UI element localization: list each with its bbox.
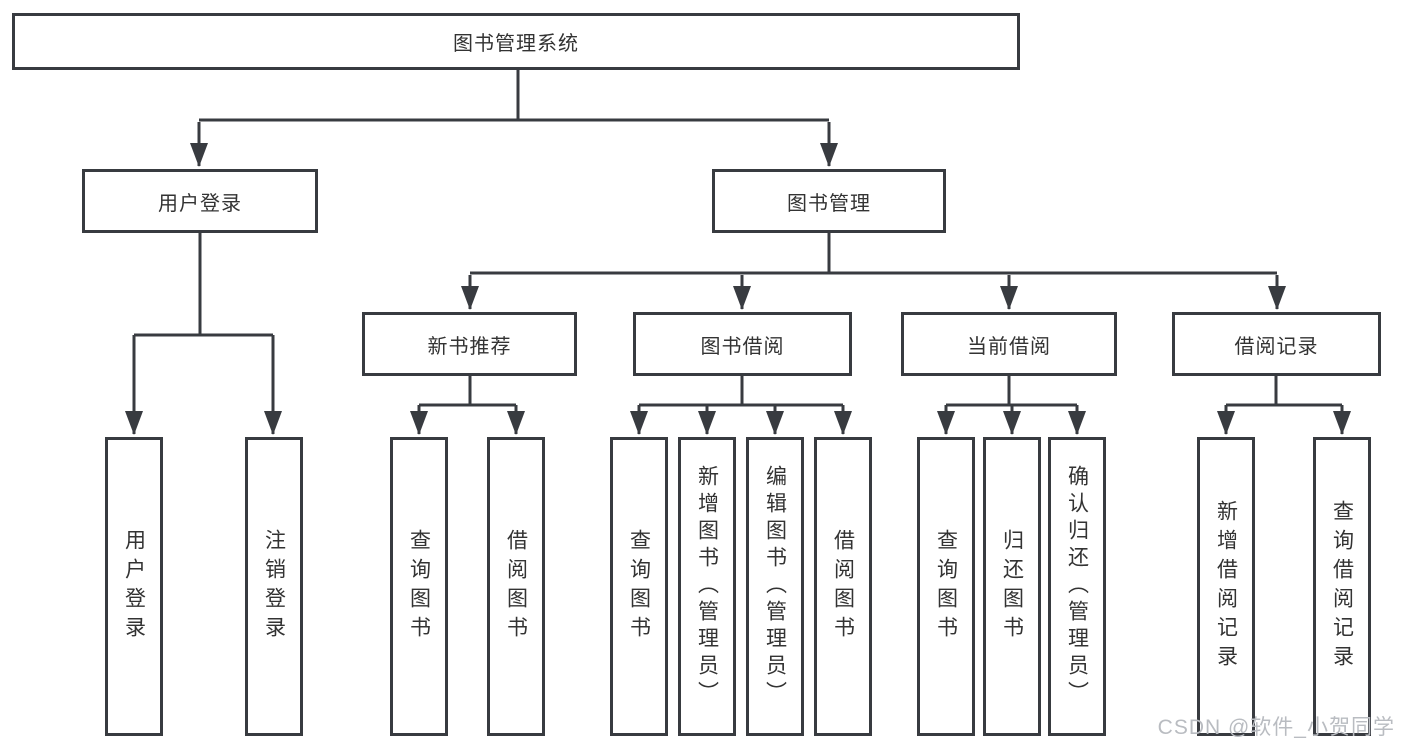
leaf-query-borrow-record: 查询借阅记录 (1313, 437, 1371, 736)
leaf-user-login: 用户登录 (105, 437, 163, 736)
node-current-borrow: 当前借阅 (901, 312, 1117, 376)
node-new-book-recommend: 新书推荐 (362, 312, 577, 376)
node-borrow-records: 借阅记录 (1172, 312, 1381, 376)
node-root: 图书管理系统 (12, 13, 1020, 70)
leaf-borrow-books-2: 借阅图书 (814, 437, 872, 736)
leaf-return-books: 归还图书 (983, 437, 1041, 736)
csdn-watermark: CSDN @软件_小贺同学 (1157, 716, 1395, 739)
node-book-management: 图书管理 (712, 169, 946, 233)
leaf-logout: 注销登录 (245, 437, 303, 736)
leaf-confirm-return-admin: 确认归还（管理员） (1048, 437, 1106, 736)
leaf-add-borrow-record: 新增借阅记录 (1197, 437, 1255, 736)
leaf-query-books-3: 查询图书 (917, 437, 975, 736)
node-user-login: 用户登录 (82, 169, 318, 233)
leaf-query-books-1: 查询图书 (390, 437, 448, 736)
leaf-edit-books-admin: 编辑图书（管理员） (746, 437, 804, 736)
leaf-add-books-admin: 新增图书（管理员） (678, 437, 736, 736)
node-book-borrow: 图书借阅 (633, 312, 852, 376)
leaf-query-books-2: 查询图书 (610, 437, 668, 736)
leaf-borrow-books-1: 借阅图书 (487, 437, 545, 736)
